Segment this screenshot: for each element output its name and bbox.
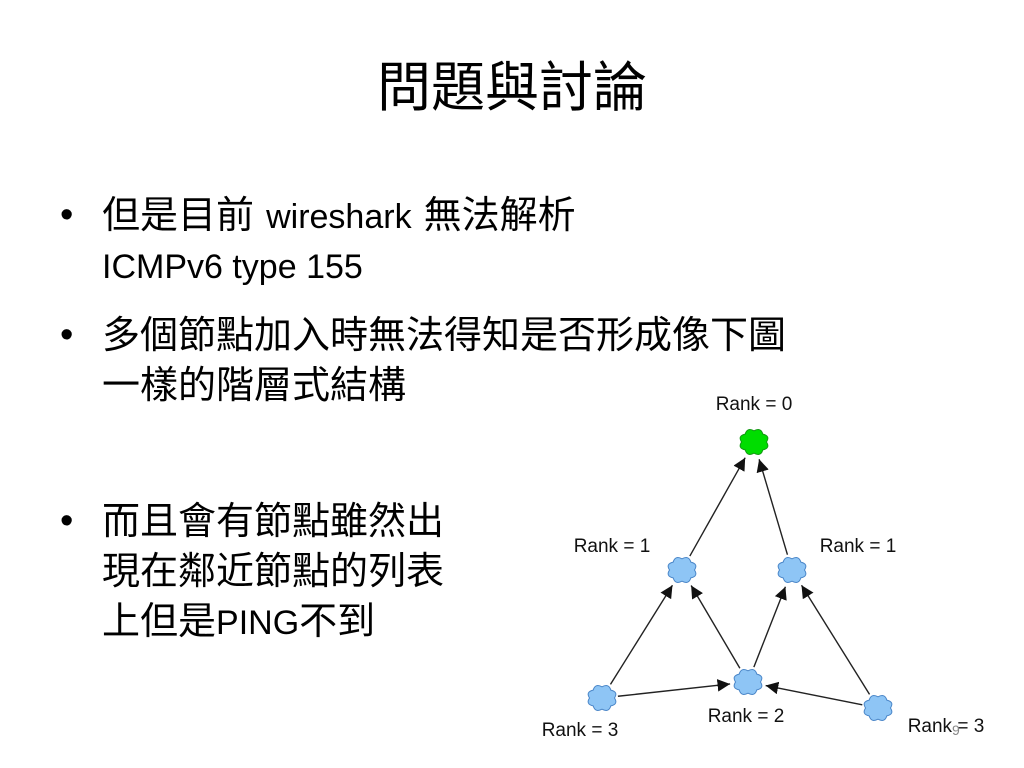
bullet-3-line-2: 現在鄰近節點的列表 [102, 549, 445, 593]
rank-diagram: Rank = 0 Rank = 1 Rank = 1 Rank = 2 Rank = 3… [542, 394, 985, 741]
node-label-l2: Rank = 2 [708, 706, 785, 727]
node-l3b [863, 695, 893, 721]
bullet-dot: • [60, 314, 74, 356]
node-l3a [587, 685, 617, 711]
bullet-dot: • [60, 500, 74, 542]
node-l1a [667, 557, 697, 583]
edge-l1b-to-root [756, 459, 789, 555]
node-label-l1b: Rank = 1 [820, 536, 897, 557]
bullet-2-text: 多個節點加入時無法得知是否形成像下圖 一樣的階層式結構 [102, 310, 786, 410]
bullet-3-text: 而且會有節點雖然出 現在鄰近節點的列表 上但是PING不到 [102, 496, 444, 648]
cloud-node-icon [739, 429, 769, 455]
cloud-node-icon [863, 695, 893, 721]
edge-l3b-to-l2 [765, 681, 863, 706]
bullet-2-line-2: 一樣的階層式結構 [102, 363, 407, 407]
edge-l2-to-l1b [753, 586, 787, 668]
bullet-1-text: 但是目前 wireshark 無法解析 ICMPv6 type 155 [102, 190, 576, 292]
bullet-2-line-1: 多個節點加入時無法得知是否形成像下圖 [102, 313, 787, 357]
bullet-dot: • [60, 194, 74, 236]
cloud-node-icon [667, 557, 697, 583]
node-label-l3b: Rank = 3 [908, 716, 985, 737]
page-number: 9 [952, 722, 960, 738]
bullet-1-line-2: ICMPv6 type 155 [102, 248, 363, 286]
cloud-node-icon [587, 685, 617, 711]
node-label-root: Rank = 0 [716, 394, 793, 415]
node-label-l3a: Rank = 3 [542, 720, 619, 741]
bullet-3-line-3: 上但是PING不到 [102, 599, 376, 643]
bullet-3-line-1: 而且會有節點雖然出 [102, 499, 445, 543]
edge-l3b-to-l1b [800, 584, 871, 695]
edge-l1a-to-root [689, 457, 746, 557]
bullet-1-line-1: 但是目前 wireshark 無法解析 [102, 193, 576, 237]
cloud-node-icon [777, 557, 807, 583]
edge-l3a-to-l1a [609, 584, 674, 685]
node-l2 [733, 669, 763, 695]
node-l1b [777, 557, 807, 583]
edge-l2-to-l1a [690, 585, 741, 669]
node-label-l1a: Rank = 1 [574, 536, 651, 557]
edge-l3a-to-l2 [617, 679, 731, 697]
node-root [739, 429, 769, 455]
cloud-node-icon [733, 669, 763, 695]
slide-title: 問題與討論 [377, 56, 647, 119]
